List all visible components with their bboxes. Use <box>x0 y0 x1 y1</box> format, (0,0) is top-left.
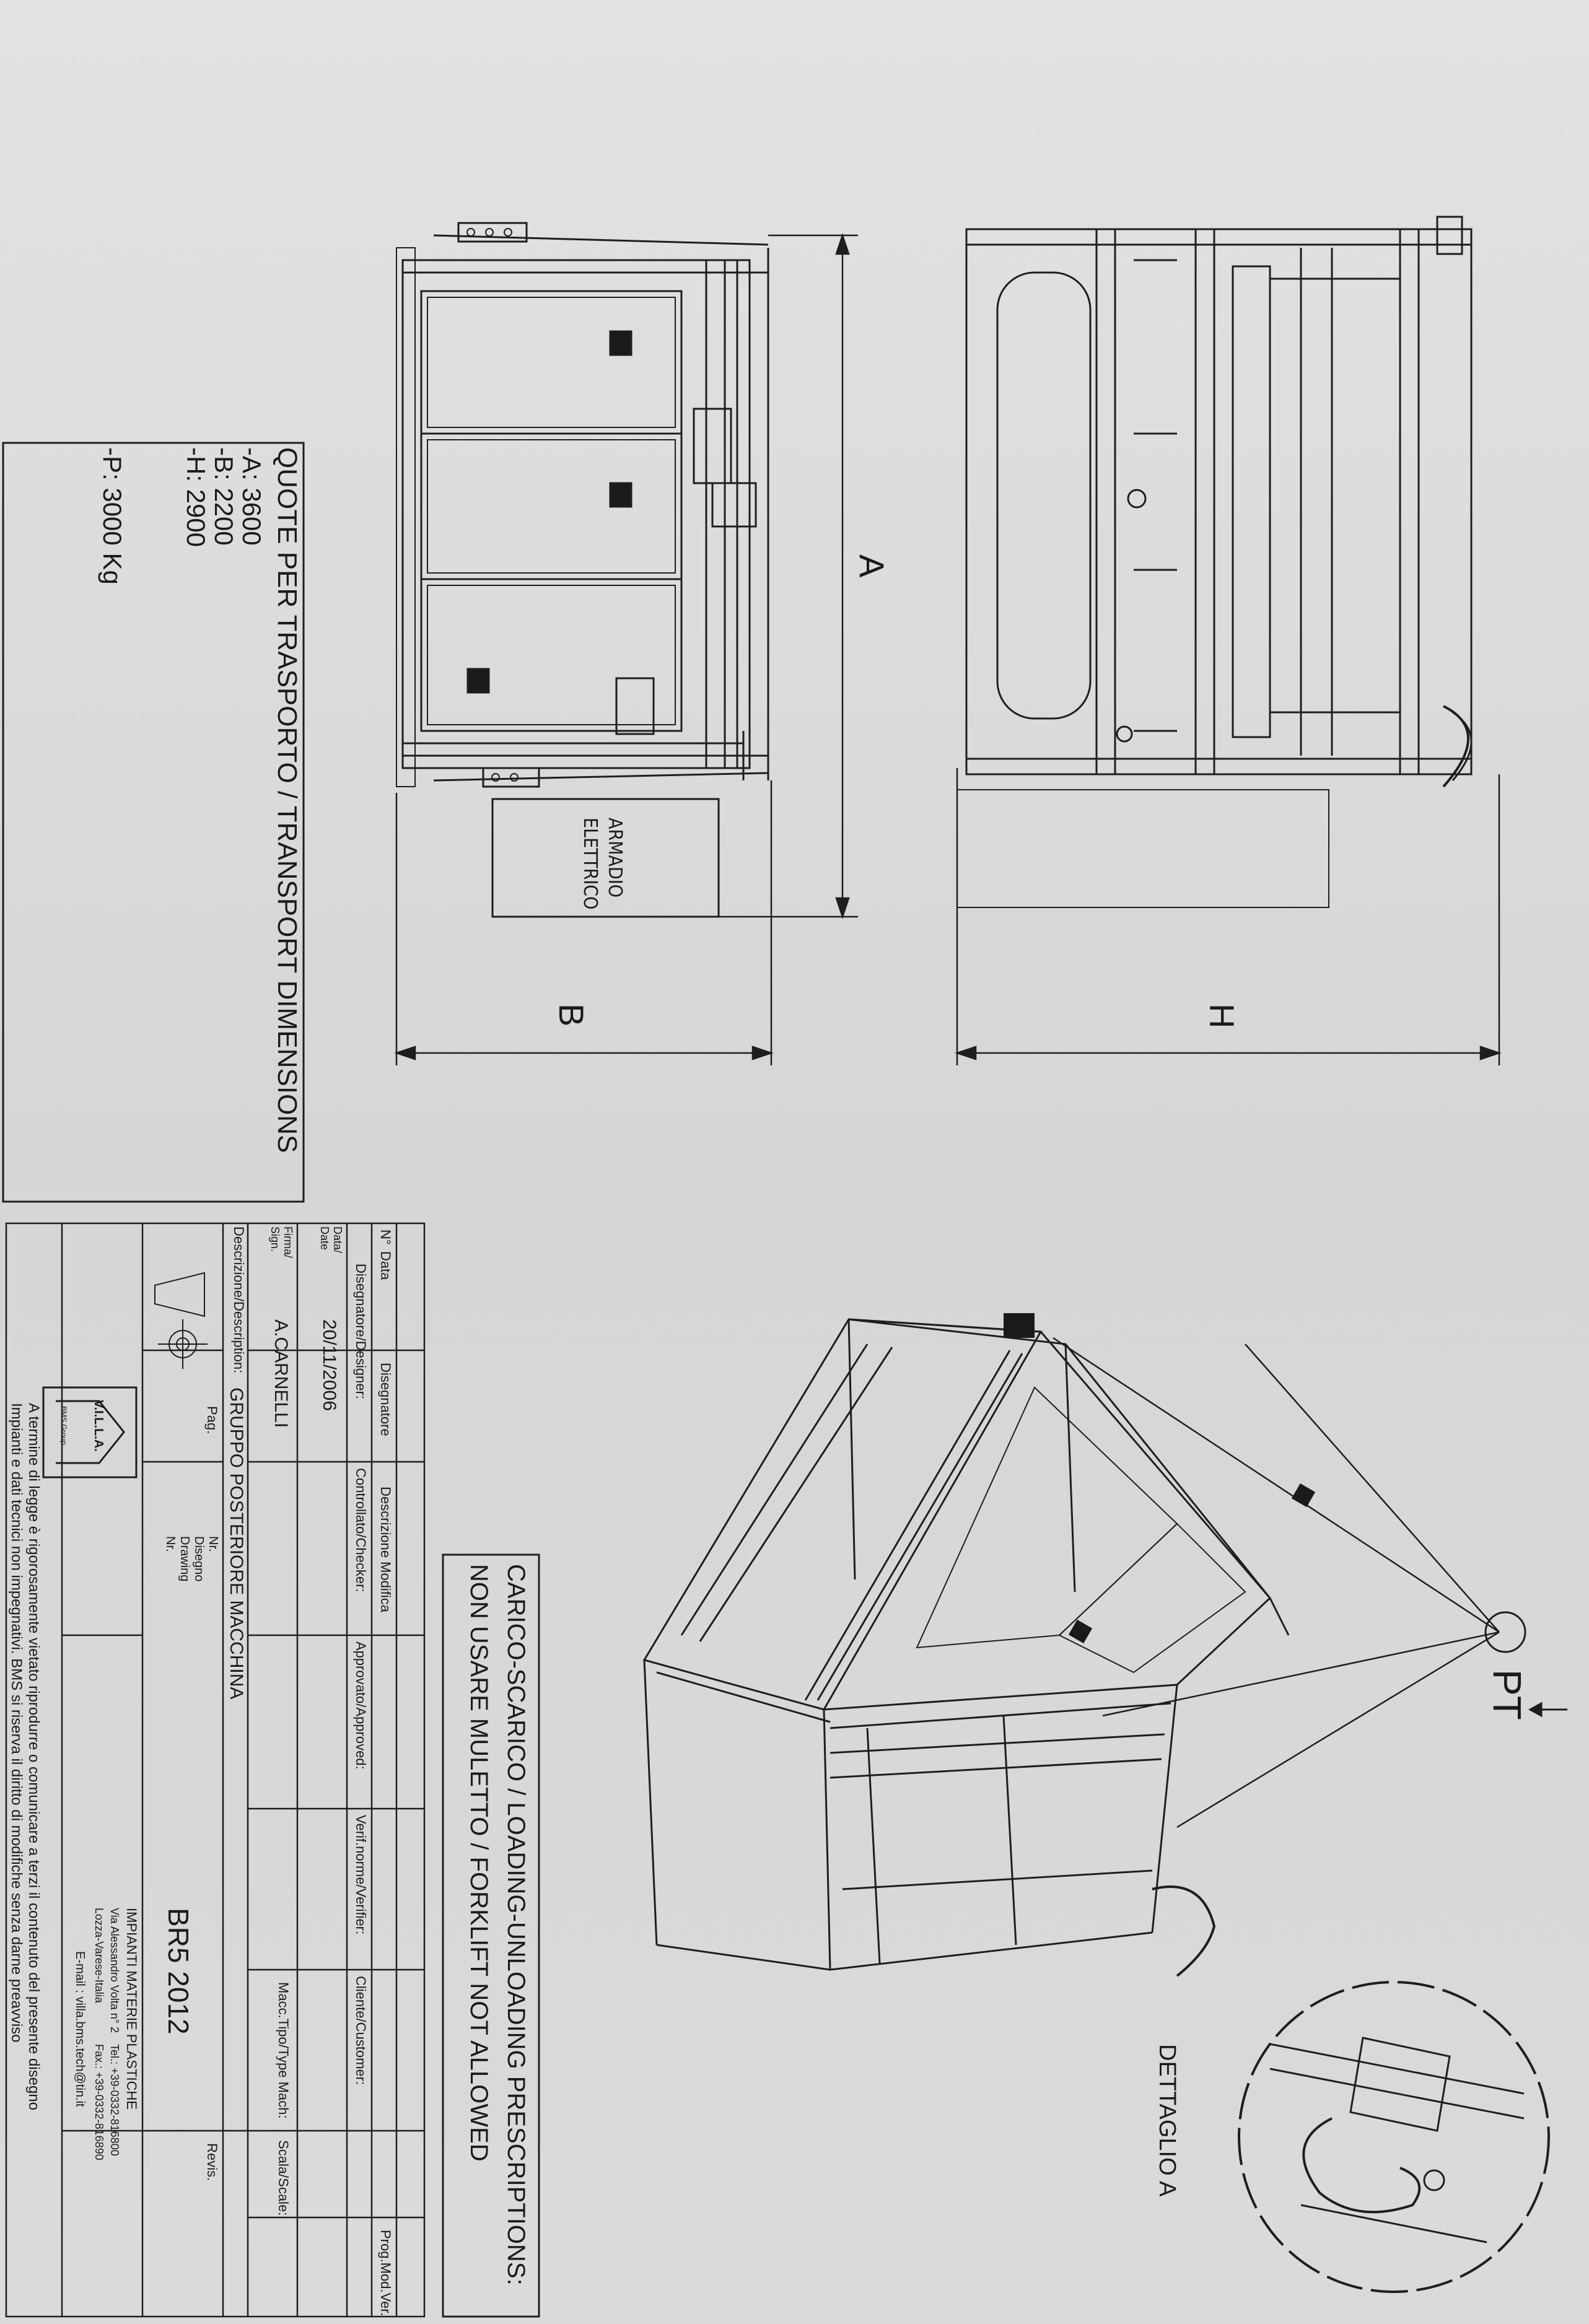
title-block-grid <box>5 1222 426 2318</box>
transport-box-frame <box>2 442 305 1203</box>
transport-dimensions-title: QUOTE PER TRASPORTO / TRANSPORT DIMENSIO… <box>272 447 302 1153</box>
rev-number-header: N° <box>378 1230 393 1245</box>
description-label: Descrizione/Description: <box>231 1226 247 1374</box>
approver-role-label: Approvato/Approved: <box>353 1641 369 1770</box>
drawing-number: BR5 2012 <box>162 1908 195 2035</box>
company-name: IMPIANTI MATERIE PLASTICHE <box>124 1908 139 2110</box>
company-logo-sub: BMS Group <box>59 1406 68 1445</box>
sign-label: Firma/ Sign. <box>269 1226 294 1258</box>
rev-prog-header: Prog.Mod.Ver. <box>378 2230 393 2317</box>
company-fax: Fax.: +39-0332-816890 <box>93 2044 105 2160</box>
date-value: 20/11/2006 <box>319 1319 339 1411</box>
company-address: Via Alessandro Volta n° 2 <box>108 1908 121 2034</box>
pt-arrow <box>1528 1702 1567 1718</box>
customer-role-label: Cliente/Customer: <box>353 1976 369 2086</box>
checker-role-label: Controllato/Checker: <box>353 1468 369 1592</box>
warning-box <box>442 1553 540 2318</box>
loading-prescriptions-title: CARICO-SCARICO / LOADING-UNLOADING PRESC… <box>502 1564 530 2286</box>
dimension-a-label: A <box>852 554 891 578</box>
dimension-h-line <box>955 768 1502 1065</box>
side-view <box>956 216 1473 908</box>
signer-name: A.CARNELLI <box>271 1319 291 1428</box>
rev-description-header: Descrizione Modifica <box>378 1487 393 1612</box>
cabinet-box <box>491 798 720 918</box>
verifier-role-label: Verif.norme/Verifier: <box>353 1815 369 1935</box>
description-value: GRUPPO POSTERIORE MACCHINA <box>226 1387 247 1700</box>
legal-note-line2: Impianti e dati tecnici non impegnativi.… <box>8 1403 25 2043</box>
drawing-number-label: Nr. Disegno Drawing Nr. <box>164 1536 220 1582</box>
machine-type-label: Macc.Tipo/Type Mach: <box>276 1982 291 2119</box>
cabinet-label-line2: ELETTRICO <box>579 818 601 910</box>
page-label: Pag. <box>204 1406 220 1435</box>
company-email: E-mail : villa.bms.tech@tin.it <box>73 1951 87 2107</box>
lift-point-circle <box>1484 1611 1526 1653</box>
dimension-a-line <box>719 233 858 919</box>
dimension-h-value: -H: 2900 <box>182 447 211 548</box>
company-logo-text: V.I.L.L.A. <box>92 1400 105 1452</box>
isometric-view <box>642 1313 1500 1977</box>
rev-date-header: Data <box>378 1251 393 1280</box>
weight-value: -P: 3000 Kg <box>98 447 127 585</box>
legal-note-line1: A termine di legge è rigorosamente vieta… <box>25 1403 42 2110</box>
revision-label: Revis. <box>204 2143 220 2182</box>
dimension-b-label: B <box>552 1003 591 1027</box>
company-city: Lozza-Varese-Italia <box>93 1908 105 2003</box>
detail-a-label: DETTAGLIO A <box>1154 2044 1180 2197</box>
designer-role-label: Disegnatore/Designer: <box>353 1264 369 1399</box>
dimension-b-value: -B: 2200 <box>209 447 239 546</box>
dimension-b-line <box>394 780 774 1065</box>
cabinet-label-line1: ARMADIO <box>604 818 626 898</box>
rev-designer-header: Disegnatore <box>378 1363 393 1436</box>
top-view <box>396 222 769 788</box>
scale-label: Scala/Scale: <box>276 2140 291 2216</box>
forklift-warning: NON USARE MULETTO / FORKLIFT NOT ALLOWED <box>465 1564 492 2162</box>
dimension-h-label: H <box>1202 1003 1241 1029</box>
lift-point-label: PT <box>1485 1669 1530 1720</box>
date-label: Data/ Date <box>318 1226 344 1254</box>
detail-a-view <box>1238 1981 1550 2293</box>
company-tel: Tel.: +39-0332-816800 <box>108 2044 121 2156</box>
dimension-a-value: -A: 3600 <box>237 447 266 546</box>
